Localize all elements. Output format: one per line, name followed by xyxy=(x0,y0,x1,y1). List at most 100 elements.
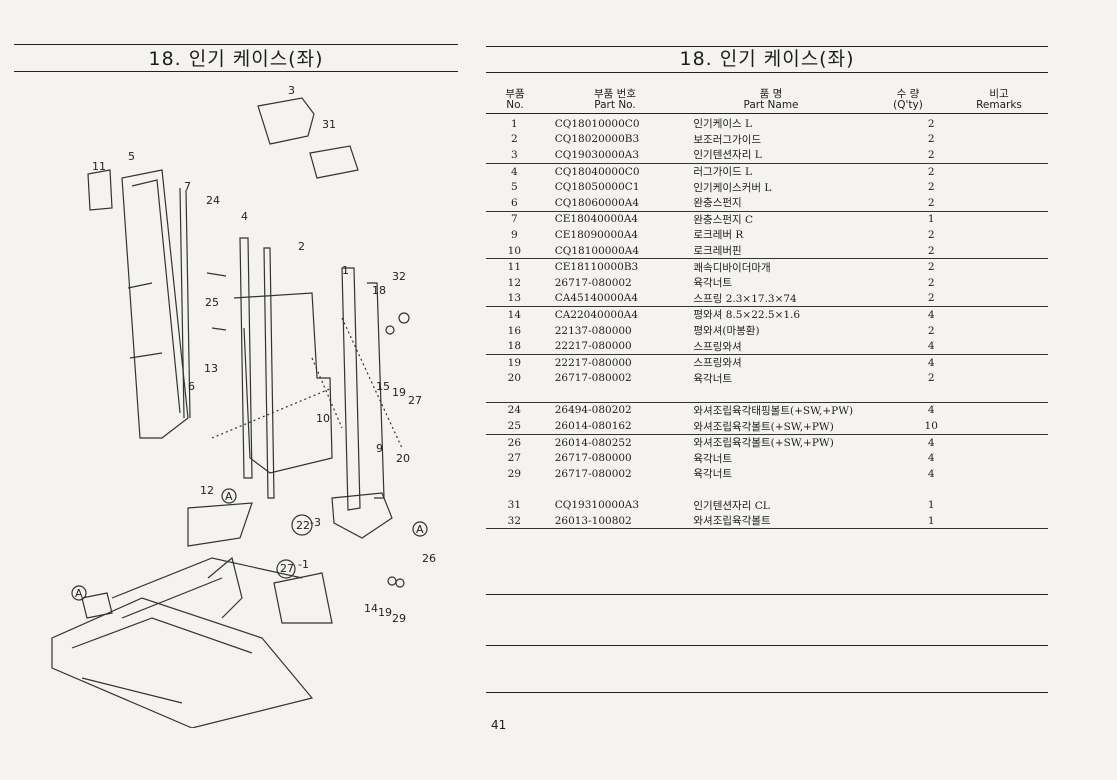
right-title-top-rule xyxy=(486,46,1048,47)
part-name-cell: 인기케이스 L xyxy=(693,118,753,131)
part-name-cell: 인기텐션자리 L xyxy=(683,147,902,164)
part-number-cell: 18 xyxy=(486,338,543,355)
part-code-cell: CE18090000A4 xyxy=(554,228,639,241)
part-number-cell: 7 xyxy=(511,213,518,226)
callout-20: 20 xyxy=(396,452,410,465)
part-code-cell: CQ18050000C1 xyxy=(554,181,640,194)
qty-cell: 1 xyxy=(927,499,935,512)
remarks-cell xyxy=(961,450,1048,466)
part-code-cell: 26013-100802 xyxy=(542,512,684,530)
qty-cell: 4 xyxy=(927,452,935,465)
header-part-no: 부품 번호 Part No. xyxy=(560,89,670,111)
part-name-cell: 인기케이스커버 L xyxy=(693,181,772,194)
part-name-cell: 육각너트 xyxy=(693,468,733,481)
callout-5: 5 xyxy=(128,150,135,163)
part-name-cell: 완충스펀지 xyxy=(683,194,902,212)
part-code-cell: 26014-080252 xyxy=(554,436,632,449)
callout-18: 18 xyxy=(372,284,386,297)
part-number-cell: 16 xyxy=(507,324,522,337)
part-name-cell: 쾌속디바이더마개 xyxy=(693,261,771,274)
diagram-drawing xyxy=(51,97,428,729)
part-code-cell: 26717-080000 xyxy=(554,452,632,465)
qty-cell: 2 xyxy=(927,165,935,178)
part-code-cell: 22217-080000 xyxy=(554,356,632,369)
remarks-cell xyxy=(961,466,1048,482)
right-page-title: 18. 인기 케이스(좌) xyxy=(679,48,855,70)
exploded-parts-diagram: 3 31 11 5 7 24 4 2 1 32 18 25 13 6 15 19… xyxy=(12,78,472,729)
part-number-cell: 25 xyxy=(486,418,543,435)
part-code-cell: CA45140000A4 xyxy=(542,290,684,308)
qty-cell: 1 xyxy=(927,213,935,226)
callout-9: 9 xyxy=(376,442,383,455)
part-number-cell: 19 xyxy=(507,356,522,369)
part-number-cell: 24 xyxy=(507,404,522,417)
remarks-cell xyxy=(960,386,1048,403)
part-number-cell: 31 xyxy=(507,499,522,512)
part-name-cell: 와셔조립육각태핑볼트(+SW,+PW) xyxy=(693,404,854,417)
callout-a-3: A xyxy=(416,523,424,536)
qty-cell: 10 xyxy=(901,418,961,435)
qty-cell: 2 xyxy=(927,261,935,274)
remarks-cell xyxy=(961,402,1048,418)
part-name-cell xyxy=(683,386,902,403)
part-name-cell: 로크레버핀 xyxy=(683,242,902,260)
qty-cell: 2 xyxy=(901,194,961,212)
part-number-cell: 12 xyxy=(507,276,522,289)
qty-cell: 2 xyxy=(927,372,935,385)
part-code-cell: CE18110000B3 xyxy=(554,261,639,274)
callout-31: 31 xyxy=(322,118,336,131)
part-number-cell: 9 xyxy=(511,228,518,241)
part-number-cell xyxy=(486,482,543,498)
part-code-cell: 26014-080162 xyxy=(542,418,684,435)
part-name-cell: 와셔조립육각볼트(+SW,+PW) xyxy=(693,437,834,450)
left-title-bottom-rule xyxy=(14,71,458,72)
part-code-cell: CE18040000A4 xyxy=(554,213,639,226)
remarks-cell xyxy=(961,307,1048,323)
remarks-cell xyxy=(960,290,1048,308)
part-number-cell: 20 xyxy=(507,372,522,385)
remarks-cell xyxy=(961,211,1048,227)
part-name-cell: 평와셔(마봉환) xyxy=(693,325,760,338)
header-no: 부품 No. xyxy=(486,89,544,111)
callout-13: 13 xyxy=(204,362,218,375)
qty-cell: 2 xyxy=(901,242,961,260)
part-number-cell: 13 xyxy=(486,290,543,308)
header-no-en: No. xyxy=(506,99,524,111)
part-number-cell: 27 xyxy=(507,452,522,465)
part-name-cell: 스프링 2.3×17.3×74 xyxy=(683,290,902,308)
remarks-cell xyxy=(960,242,1048,260)
part-name-cell: 스프링와셔 xyxy=(693,357,742,370)
header-part-name: 품 명 Part Name xyxy=(716,89,826,111)
header-qty-en: (Q'ty) xyxy=(893,99,923,111)
part-code-cell: CQ18100000A4 xyxy=(542,242,684,260)
remarks-cell xyxy=(961,227,1048,243)
remarks-cell xyxy=(961,132,1048,148)
qty-cell: 4 xyxy=(927,467,935,480)
part-name-cell: 와셔조립육각볼트 xyxy=(683,512,902,530)
part-number-cell: 1 xyxy=(511,117,518,130)
remarks-cell xyxy=(961,354,1048,370)
qty-cell: 4 xyxy=(927,404,935,417)
table-bottom-rule xyxy=(486,692,1048,693)
remarks-cell xyxy=(961,259,1048,275)
callout-6: 6 xyxy=(188,380,195,393)
part-number-cell: 5 xyxy=(511,181,518,194)
callout-1: 1 xyxy=(342,264,349,277)
callout-22: 22 xyxy=(296,519,310,532)
part-number-cell xyxy=(486,386,543,403)
header-name-ko: 품 명 xyxy=(759,88,783,100)
diagram-callouts: 3 31 11 5 7 24 4 2 1 32 18 25 13 6 15 19… xyxy=(75,84,436,625)
part-code-cell: CQ18020000B3 xyxy=(554,133,640,146)
qty-cell: 2 xyxy=(927,324,935,337)
part-number-cell: 10 xyxy=(486,242,543,260)
remarks-cell xyxy=(961,163,1048,179)
part-code-cell: CQ19310000A3 xyxy=(554,499,640,512)
